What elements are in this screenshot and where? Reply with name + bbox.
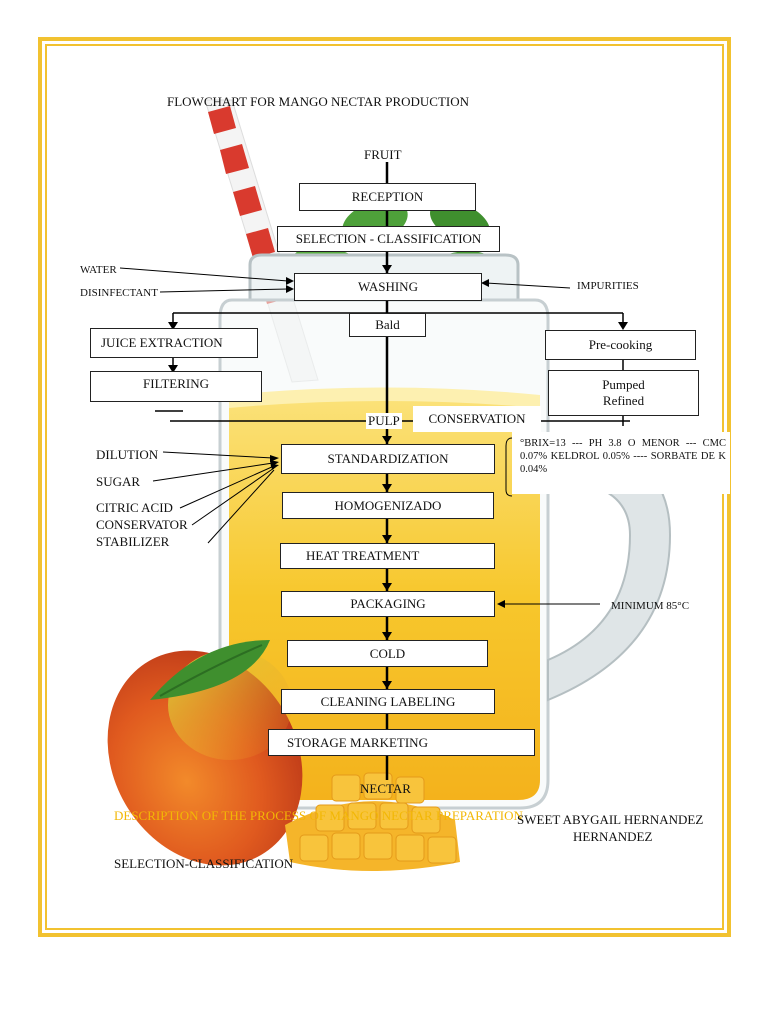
box-refined-label: Refined [602,393,645,408]
specification-note-text: °BRIX=13 --- PH 3.8 O MENOR --- CMC 0.07… [520,438,726,475]
input-arrows [119,267,600,605]
chart-title: FLOWCHART FOR MANGO NECTAR PRODUCTION [167,94,470,109]
mango-cubes [285,772,460,871]
box-pumped-label: Pumped [602,377,645,392]
box-homogenizado: HOMOGENIZADO [282,492,494,519]
box-reception-label: RECEPTION [351,189,424,204]
box-pre-cooking: Pre-cooking [545,330,696,360]
input-sugar: SUGAR [96,474,141,489]
author-name-line1: SWEET ABYGAIL HERNANDEZ [517,812,704,827]
box-bald: Bald [349,313,426,337]
box-selection-classification: SELECTION - CLASSIFICATION [277,226,500,252]
arrowheads [168,265,628,689]
box-washing-label: WASHING [358,279,418,294]
box-heat-treatment-label: HEAT TREATMENT [306,548,420,563]
input-stabilizer: STABILIZER [96,534,170,549]
mango [107,640,303,866]
input-dilution: DILUTION [96,447,159,462]
author-name-line2: HERNANDEZ [573,829,653,844]
label-nectar: NECTAR [360,781,411,796]
box-pre-cooking-label: Pre-cooking [588,337,653,352]
box-bald-label: Bald [375,317,400,332]
box-juice-extraction: JUICE EXTRACTION [90,328,258,358]
box-selection-label: SELECTION - CLASSIFICATION [295,231,482,246]
box-cleaning-labeling-label: CLEANING LABELING [320,693,456,709]
label-fruit: FRUIT [364,147,402,162]
output-impurities: IMPURITIES [577,280,639,292]
section-heading-selection: SELECTION-CLASSIFICATION [114,856,294,871]
box-packaging-label: PACKAGING [350,596,426,611]
box-conservation-label: CONSERVATION [428,411,526,426]
box-washing: WASHING [294,273,482,301]
box-cold: COLD [287,640,488,667]
input-water: WATER [80,264,117,276]
box-cold-label: COLD [369,645,406,661]
input-conservator: CONSERVATOR [96,517,188,532]
box-pumped-refined: Pumped Refined [548,370,699,416]
label-minimum-temperature: MINIMUM 85°C [611,600,690,612]
specification-note: °BRIX=13 --- PH 3.8 O MENOR --- CMC 0.07… [512,432,730,494]
box-standardization-label: STANDARDIZATION [327,451,449,466]
input-arrowheads [270,277,505,608]
box-storage-marketing-label: STORAGE MARKETING [287,734,428,750]
box-juice-extraction-label: JUICE EXTRACTION [101,335,223,350]
box-storage-marketing: STORAGE MARKETING [268,729,535,756]
box-cleaning-labeling: CLEANING LABELING [281,689,495,714]
box-homogenizado-label: HOMOGENIZADO [334,497,442,513]
box-filtering: FILTERING [90,371,262,402]
input-disinfectant: DISINFECTANT [80,287,158,299]
label-pulp: PULP [366,413,402,429]
input-citric-acid: CITRIC ACID [96,500,173,515]
process-description-heading: DESCRIPTION OF THE PROCESS OF MANGO NECT… [114,808,523,823]
box-filtering-label: FILTERING [143,376,209,391]
box-standardization: STANDARDIZATION [281,444,495,474]
box-heat-treatment: HEAT TREATMENT [280,543,495,569]
box-packaging: PACKAGING [281,591,495,617]
box-reception: RECEPTION [299,183,476,211]
box-conservation: CONSERVATION [413,406,541,432]
